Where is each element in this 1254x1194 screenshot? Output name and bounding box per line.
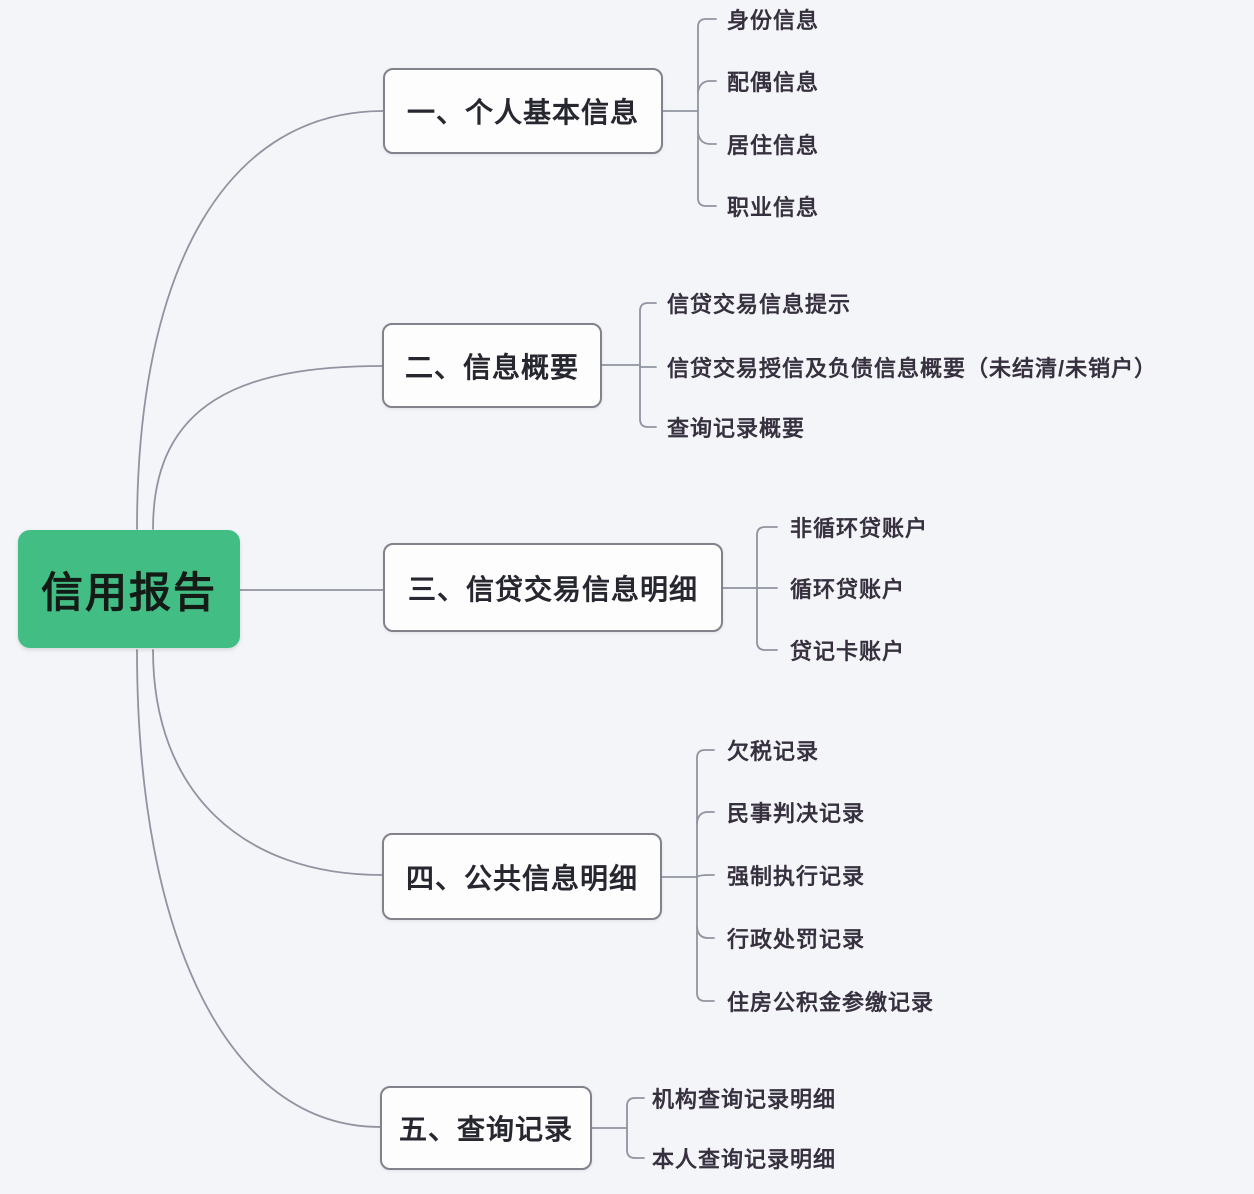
edge-branch1-child1 (697, 18, 717, 112)
edge-branch4-child4 (696, 926, 715, 939)
leaf-administrative-penalty-record[interactable]: 行政处罚记录 (727, 927, 866, 952)
branch-node-label: 四、公共信息明细 (405, 862, 638, 894)
edge-branch4-child5 (696, 876, 715, 1002)
leaf-identity-info[interactable]: 身份信息 (727, 8, 820, 33)
edge-branch1-child2 (697, 80, 717, 93)
root-node-label: 信用报告 (40, 568, 217, 616)
leaf-residence-info[interactable]: 居住信息 (727, 133, 820, 158)
leaf-non-revolving-loan-account[interactable]: 非循环贷账户 (790, 516, 929, 541)
edge-root-branch4 (152, 649, 383, 876)
edge-branch3-child3 (756, 587, 778, 651)
leaf-civil-judgment-record[interactable]: 民事判决记录 (727, 801, 866, 826)
leaf-credit-card-account[interactable]: 贷记卡账户 (790, 639, 906, 664)
leaf-personal-query-detail[interactable]: 本人查询记录明细 (652, 1147, 837, 1172)
edge-branch1-child3 (697, 132, 717, 145)
leaf-enforcement-record[interactable]: 强制执行记录 (727, 864, 866, 889)
edge-branch5-child1 (626, 1097, 645, 1129)
edge-branch1-child4 (697, 110, 717, 207)
branch-node-label: 一、个人基本信息 (406, 97, 639, 128)
edge-root-branch2 (152, 365, 383, 530)
leaf-query-record-summary[interactable]: 查询记录概要 (667, 416, 806, 441)
branch-node-label: 三、信贷交易信息明细 (407, 573, 698, 605)
edge-root-branch1 (136, 110, 384, 530)
edge-branch4-child2 (696, 811, 715, 824)
leaf-revolving-loan-account[interactable]: 循环贷账户 (790, 577, 906, 602)
branch-node-label: 二、信息概要 (404, 351, 579, 383)
edge-branch3-child1 (756, 526, 778, 589)
branch-node-info-summary[interactable]: 二、信息概要 (382, 323, 602, 408)
leaf-spouse-info[interactable]: 配偶信息 (727, 70, 820, 95)
branch-node-query-records[interactable]: 五、查询记录 (380, 1086, 592, 1170)
leaf-tax-arrears-record[interactable]: 欠税记录 (727, 739, 820, 764)
leaf-credit-transaction-alert[interactable]: 信贷交易信息提示 (667, 292, 852, 317)
leaf-occupation-info[interactable]: 职业信息 (727, 195, 820, 220)
edge-root-branch5 (136, 649, 381, 1128)
edge-branch4-child3 (696, 874, 715, 878)
edge-branch2-child3 (639, 364, 657, 428)
edge-branch5-child2 (626, 1127, 645, 1159)
leaf-institution-query-detail[interactable]: 机构查询记录明细 (652, 1087, 837, 1112)
edge-branch4-child1 (696, 749, 715, 878)
leaf-credit-liability-summary[interactable]: 信贷交易授信及负债信息概要（未结清/未销户） (667, 356, 1158, 381)
branch-node-label: 五、查询记录 (398, 1114, 573, 1145)
branch-node-credit-transaction-detail[interactable]: 三、信贷交易信息明细 (383, 543, 723, 632)
root-node-credit-report[interactable]: 信用报告 (18, 530, 240, 648)
leaf-housing-fund-record[interactable]: 住房公积金参缴记录 (727, 990, 935, 1015)
branch-node-public-info-detail[interactable]: 四、公共信息明细 (382, 833, 662, 920)
branch-node-personal-basic-info[interactable]: 一、个人基本信息 (383, 68, 663, 154)
edge-branch2-child1 (639, 302, 657, 366)
